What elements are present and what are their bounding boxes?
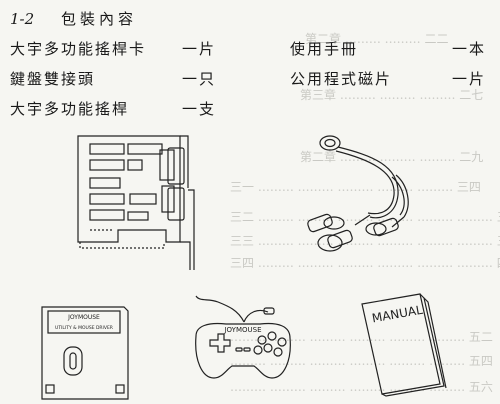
item-utility-disk: 公用程式磁片 一片 [290, 68, 484, 89]
section-number: 1-2 [10, 10, 35, 28]
disk-sub-text: UTILITY & MOUSE DRIVER [55, 325, 113, 331]
floppy-disk-illustration: JOYMOUSE UTILITY & MOUSE DRIVER [41, 306, 129, 400]
item-keyboard-adapter: 鍵盤雙接頭 一只 [10, 68, 214, 89]
item-qty: 一片 [452, 70, 487, 88]
interface-card-illustration [77, 135, 195, 270]
item-qty: 一支 [182, 100, 217, 118]
item-label: 大宇多功能搖桿 [10, 100, 130, 118]
section-title: 包裝內容 [60, 10, 137, 28]
item-manual: 使用手冊 一本 [290, 38, 484, 59]
manual-cover-text: MANUAL [371, 303, 424, 326]
section-heading: 1-2 包裝內容 [10, 8, 137, 29]
item-label: 鍵盤雙接頭 [10, 70, 96, 88]
keyboard-adapter-illustration [307, 135, 409, 252]
item-label: 使用手冊 [290, 40, 359, 58]
manual-illustration: MANUAL [361, 293, 447, 397]
item-qty: 一本 [452, 40, 487, 58]
joystick-brand-text: JOYMOUSE [223, 326, 261, 334]
item-label: 大宇多功能搖桿卡 [10, 40, 147, 58]
joystick-illustration: JOYMOUSE [195, 295, 291, 379]
item-qty: 一片 [182, 40, 217, 58]
item-joystick: 大宇多功能搖桿 一支 [10, 98, 214, 119]
item-label: 公用程式磁片 [290, 70, 393, 88]
item-joystick-card: 大宇多功能搖桿卡 一片 [10, 38, 214, 59]
disk-brand-text: JOYMOUSE [67, 314, 100, 321]
item-qty: 一只 [182, 70, 217, 88]
